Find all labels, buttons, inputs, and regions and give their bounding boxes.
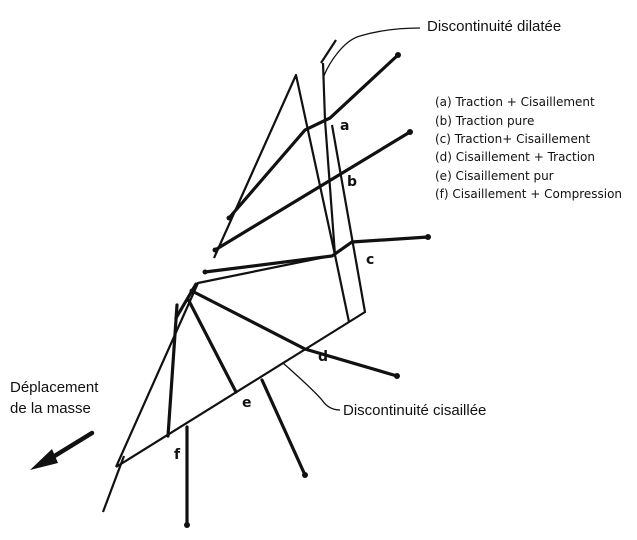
fracture-f1: [166, 303, 179, 438]
letter-d: d: [318, 349, 328, 365]
letter-e: e: [242, 395, 252, 411]
fracture-lines: [166, 53, 430, 527]
arrow-shaft: [45, 430, 95, 463]
sheared-base-tail: [101, 455, 126, 513]
dot-wedge-3: [202, 269, 208, 275]
dot-d: [394, 373, 400, 379]
lower-block: [114, 253, 351, 468]
dot-e: [302, 472, 308, 478]
dot-a: [395, 52, 401, 58]
legend: (a) Traction + Cisaillement (b) Traction…: [435, 95, 622, 201]
legend-item-e: (e) Cisaillement pur: [435, 169, 554, 183]
leader-dilatee: [322, 27, 421, 79]
dot-wedge-1: [226, 215, 232, 221]
label-deplacement-line1: Déplacement: [10, 379, 99, 396]
dot-wedge-2: [212, 247, 218, 253]
letter-f: f: [174, 447, 181, 463]
letter-b: b: [347, 174, 357, 190]
fracture-end-dots: [184, 52, 431, 528]
legend-item-b: (b) Traction pure: [435, 114, 534, 128]
dot-f: [184, 522, 190, 528]
fracture-e1: [186, 297, 238, 394]
fracture-a: [227, 53, 400, 220]
dot-c: [425, 234, 431, 240]
arrow-head-icon: [30, 449, 58, 470]
fracture-e2: [260, 378, 307, 477]
legend-item-c: (c) Traction+ Cisaillement: [435, 132, 590, 146]
dot-b: [407, 129, 413, 135]
dilated-discontinuity-right-wall-lower: [330, 124, 367, 323]
label-discontinuite-cisaillee: Discontinuité cisaillée: [343, 402, 486, 419]
dot-wedge-4: [189, 288, 195, 294]
letter-a: a: [340, 118, 349, 134]
legend-item-f: (f) Cisaillement + Compression: [435, 187, 622, 201]
displacement-arrow: [30, 430, 95, 470]
leader-cisaillee: [282, 362, 341, 411]
leader-lines: [282, 27, 421, 411]
legend-item-a: (a) Traction + Cisaillement: [435, 95, 595, 109]
dilated-discontinuity-right-wall: [320, 39, 337, 64]
label-discontinuite-dilatee: Discontinuité dilatée: [427, 18, 561, 35]
label-deplacement-line2: de la masse: [10, 400, 91, 417]
fracture-b: [213, 130, 412, 252]
legend-item-d: (d) Cisaillement + Traction: [435, 150, 595, 164]
fracture-d: [190, 289, 399, 378]
fracture-c: [203, 235, 430, 274]
upper-triangle: [212, 73, 337, 259]
letter-c: c: [366, 252, 374, 268]
block-outline: [101, 39, 367, 513]
